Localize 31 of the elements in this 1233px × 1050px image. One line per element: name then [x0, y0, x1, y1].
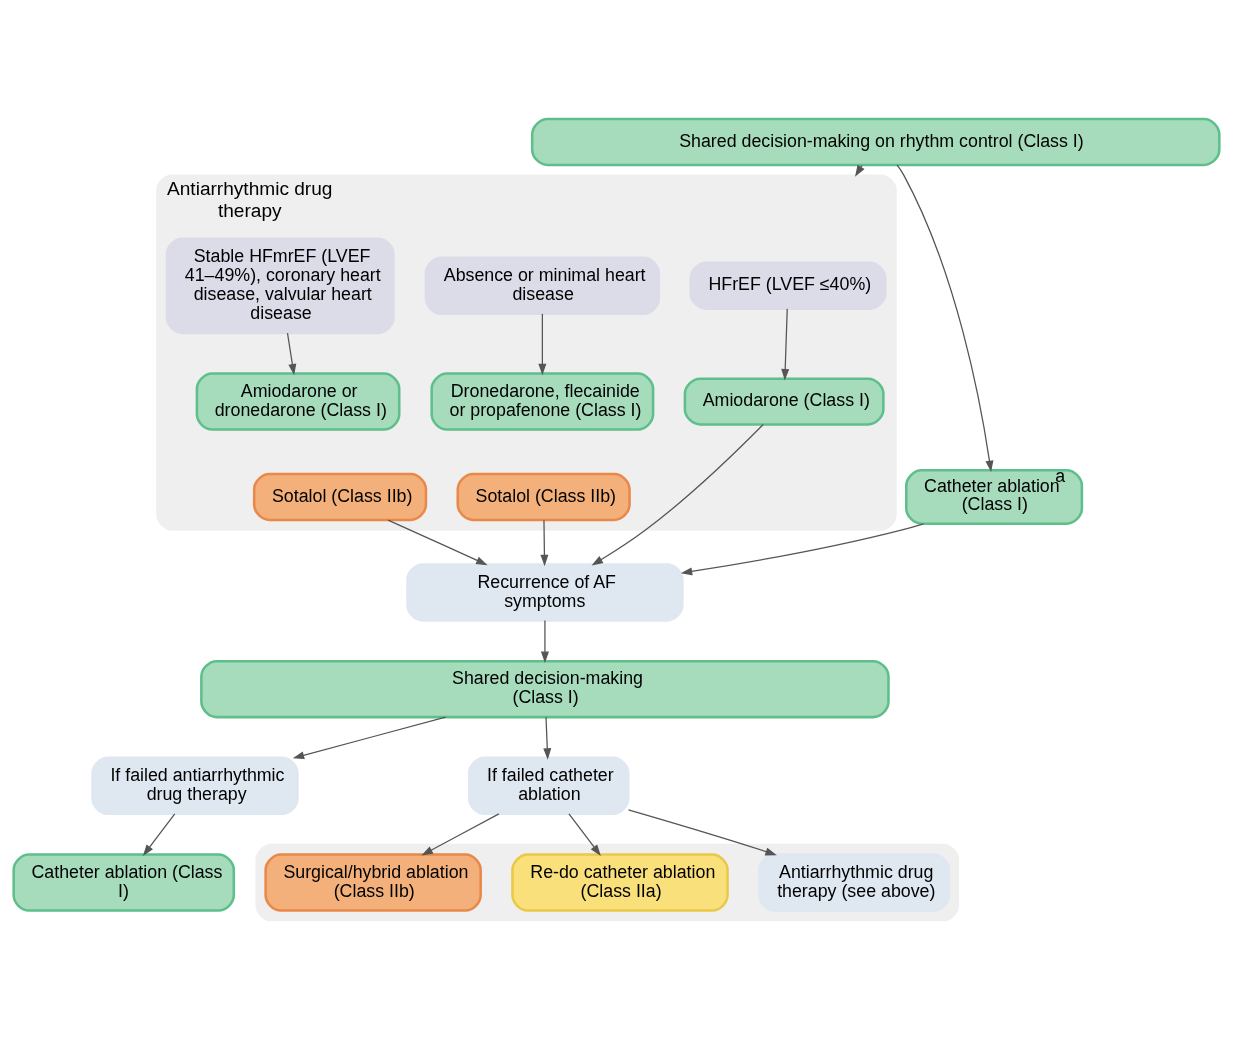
- node-box: Surgical/hybrid ablation (Class IIb): [264, 853, 482, 912]
- arrow: [568, 813, 601, 857]
- node-box: If failed catheter ablation: [467, 756, 630, 816]
- arrow: [538, 313, 547, 376]
- node-box: Amiodarone (Class I): [683, 377, 885, 426]
- node-box: If failed antiarrhythmic drug therapy: [91, 756, 299, 816]
- node-box: Amiodarone or dronedarone (Class I): [195, 372, 401, 431]
- arrow: [896, 164, 994, 473]
- node-box: Sotalol (Class IIb): [456, 472, 631, 522]
- arrow: [627, 809, 777, 856]
- node-box: Stable HFmrEF (LVEF 41–49%), coronary heart disease, valvular heart disease: [165, 237, 395, 335]
- arrow: [142, 813, 176, 857]
- node-box: Catheter ablation (Class I): [12, 853, 236, 912]
- arrow: [421, 813, 500, 856]
- node-box: Absence or minimal heart disease: [424, 256, 661, 316]
- node-box: Sotalol (Class IIb): [252, 472, 428, 522]
- arrow: [387, 519, 488, 566]
- arrow: [680, 523, 925, 576]
- arrow: [781, 308, 790, 381]
- node-box: Re-do catheter ablation (Class IIa): [511, 853, 729, 912]
- arrow: [292, 716, 447, 760]
- node-box: HFrEF (LVEF ≤40%): [689, 261, 887, 310]
- node-box: Shared decision-making (Class I): [200, 659, 890, 719]
- arrow: [543, 716, 552, 760]
- arrow: [540, 619, 549, 663]
- arrow: [591, 423, 764, 566]
- arrow: [540, 519, 549, 567]
- node-box: Recurrence of AF symptoms: [406, 563, 684, 622]
- node-box: Antiarrhythmic drug therapy (see above): [758, 853, 951, 912]
- node-box: Dronedarone, flecainide or propafenone (Class I): [430, 372, 655, 431]
- arrow: [286, 332, 297, 376]
